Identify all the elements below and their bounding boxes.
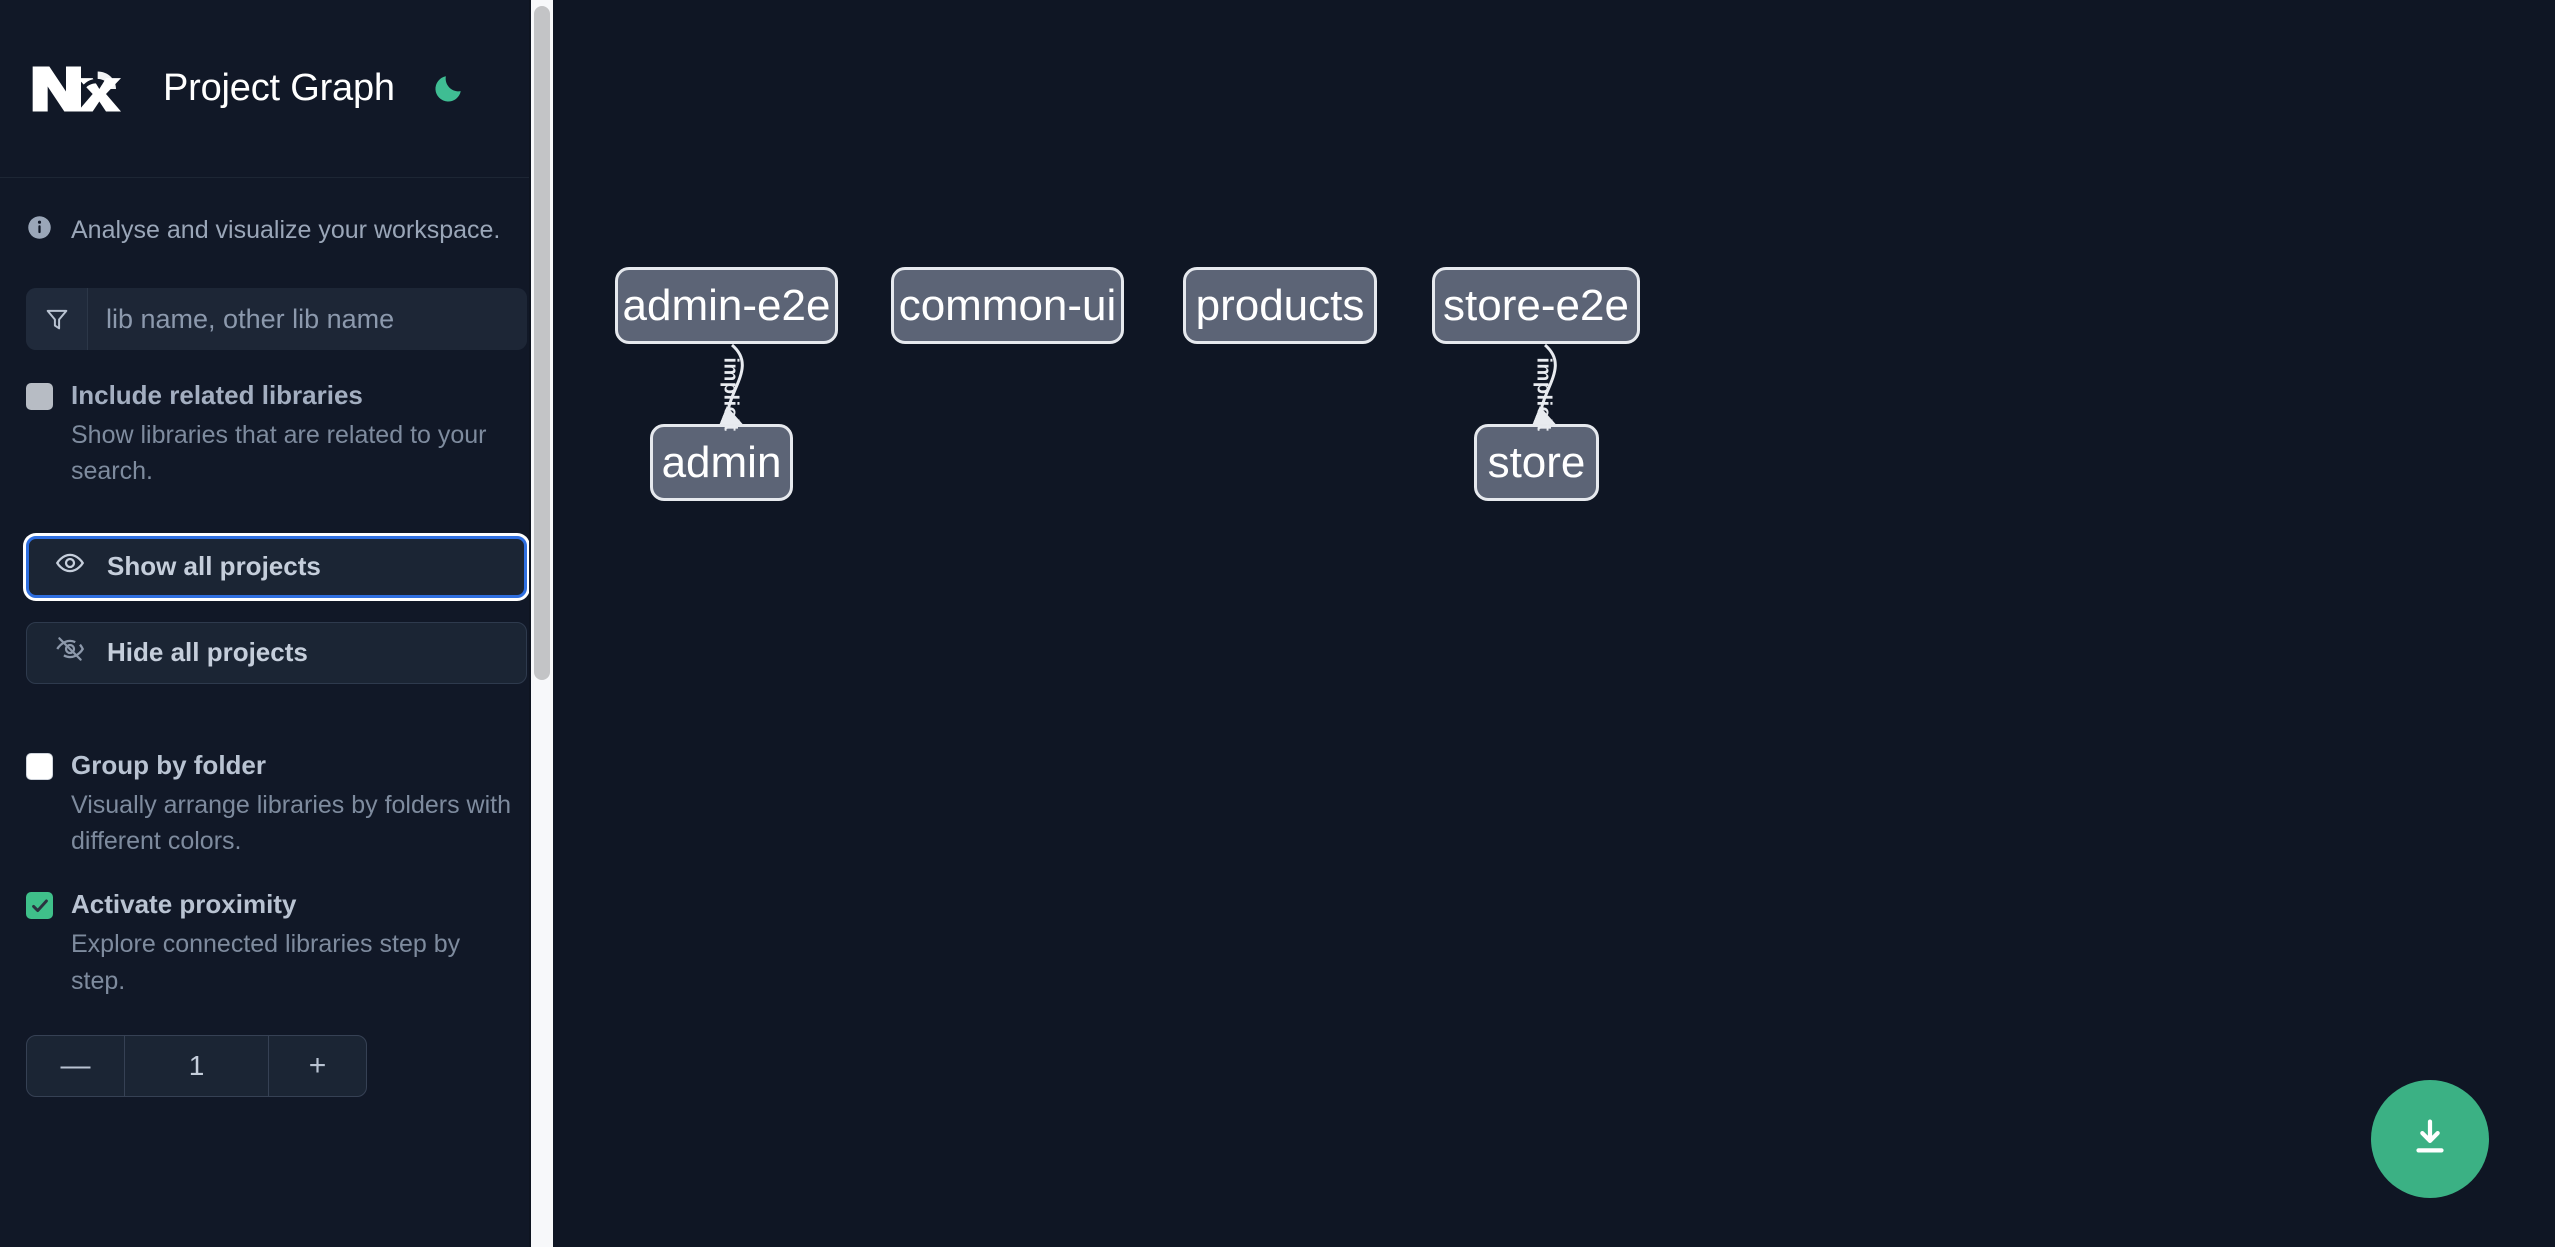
option-label: Group by folder bbox=[71, 749, 266, 780]
search-bar[interactable] bbox=[26, 288, 527, 350]
graph-node-admin-e2e[interactable]: admin-e2e bbox=[615, 267, 838, 344]
graph-node-store[interactable]: store bbox=[1474, 424, 1599, 501]
graph-edge-label-store-implicit: implicit bbox=[1532, 357, 1555, 432]
download-icon bbox=[2407, 1114, 2453, 1165]
proximity-value: 1 bbox=[188, 1049, 205, 1081]
graph-node-label: admin-e2e bbox=[622, 280, 831, 330]
option-include-related-libraries[interactable]: Include related libraries Show libraries… bbox=[0, 350, 553, 490]
moon-icon[interactable] bbox=[428, 69, 468, 109]
graph-node-label: products bbox=[1195, 280, 1365, 330]
sidebar-divider bbox=[529, 0, 531, 1247]
workspace-info: Analyse and visualize your workspace. bbox=[0, 178, 553, 246]
graph-node-label: store-e2e bbox=[1443, 280, 1629, 330]
graph-edges bbox=[717, 343, 1558, 429]
checkbox-activate-proximity[interactable] bbox=[26, 892, 53, 920]
show-all-projects-button[interactable]: Show all projects bbox=[26, 535, 527, 598]
graph-canvas[interactable]: admin-e2e common-ui products store-e2e a… bbox=[553, 0, 2555, 1247]
proximity-decrement-button[interactable]: — bbox=[27, 1035, 125, 1096]
option-description: Show libraries that are related to your … bbox=[71, 421, 487, 486]
checkbox-group-by-folder[interactable] bbox=[26, 752, 53, 780]
option-description: Visually arrange libraries by folders wi… bbox=[71, 790, 512, 855]
page-title: Project Graph bbox=[163, 67, 395, 109]
nx-logo-icon bbox=[26, 58, 126, 120]
graph-node-label: admin bbox=[661, 437, 782, 487]
proximity-increment-button[interactable]: + bbox=[268, 1035, 366, 1096]
graph-node-admin[interactable]: admin bbox=[650, 424, 793, 501]
graph-node-common-ui[interactable]: common-ui bbox=[891, 267, 1124, 344]
graph-edge-label-admin-implicit: implicit bbox=[719, 357, 742, 432]
download-graph-button[interactable] bbox=[2371, 1080, 2489, 1198]
sidebar-scrollbar[interactable] bbox=[531, 0, 553, 1247]
eye-icon bbox=[55, 548, 85, 585]
eye-slash-icon bbox=[55, 634, 85, 671]
option-label: Include related libraries bbox=[71, 380, 363, 410]
workspace-info-text: Analyse and visualize your workspace. bbox=[71, 215, 501, 244]
option-label: Activate proximity bbox=[71, 889, 297, 920]
sidebar: Project Graph Analyse and visualize your… bbox=[0, 0, 553, 1247]
graph-node-store-e2e[interactable]: store-e2e bbox=[1432, 267, 1640, 344]
checkbox-include-related-libraries[interactable] bbox=[26, 383, 53, 410]
sidebar-scrollbar-thumb[interactable] bbox=[534, 6, 550, 680]
graph-node-label: common-ui bbox=[898, 280, 1117, 330]
sidebar-header: Project Graph bbox=[0, 0, 553, 178]
hide-all-projects-label: Hide all projects bbox=[107, 637, 308, 668]
search-input[interactable] bbox=[88, 288, 527, 350]
option-activate-proximity[interactable]: Activate proximity Explore connected lib… bbox=[0, 859, 553, 999]
option-group-by-folder[interactable]: Group by folder Visually arrange librari… bbox=[0, 720, 553, 860]
proximity-stepper[interactable]: — 1 + bbox=[26, 1034, 367, 1097]
filter-funnel-icon bbox=[26, 288, 88, 350]
hide-all-projects-button[interactable]: Hide all projects bbox=[26, 621, 527, 684]
graph-node-products[interactable]: products bbox=[1183, 267, 1377, 344]
info-circle-icon bbox=[26, 214, 53, 246]
option-description: Explore connected libraries step by step… bbox=[71, 930, 461, 995]
graph-node-label: store bbox=[1487, 437, 1586, 487]
show-all-projects-label: Show all projects bbox=[107, 551, 321, 582]
